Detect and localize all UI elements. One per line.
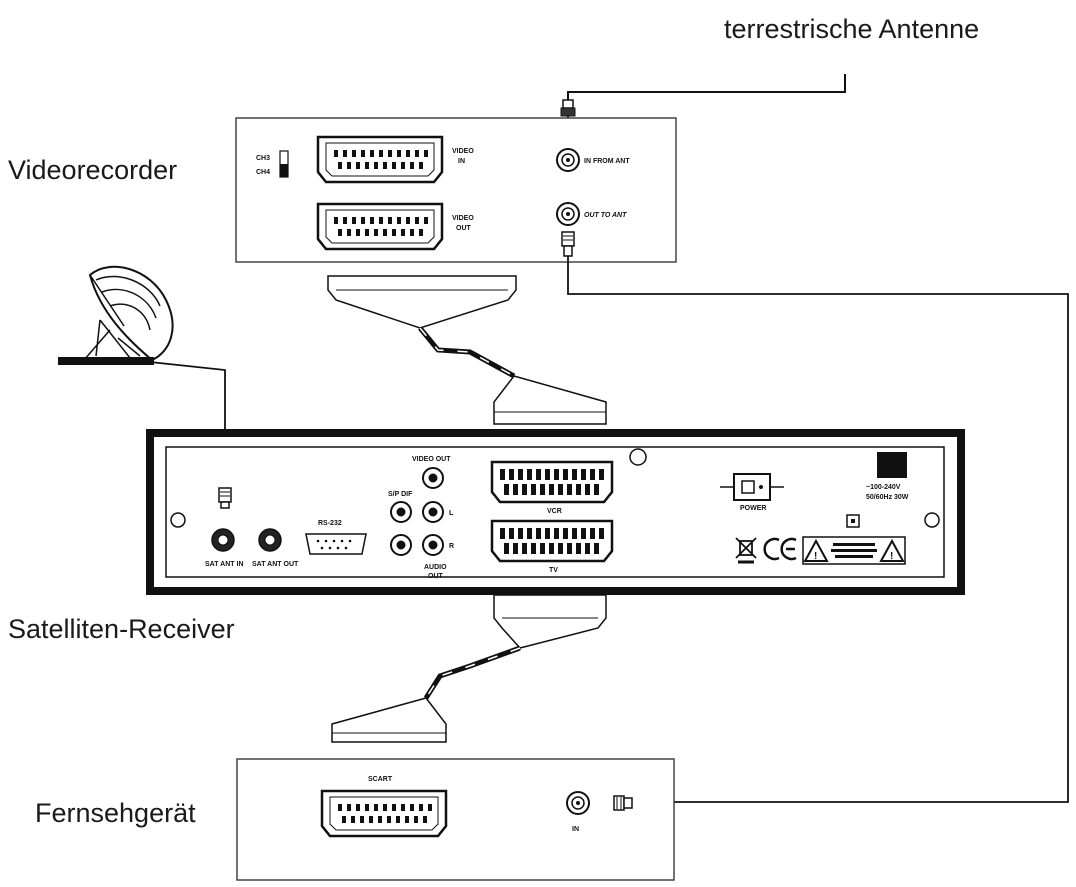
video-in-label-2: IN xyxy=(458,158,465,165)
vcr-label: Videorecorder xyxy=(8,155,177,185)
frequency-label: 50/60Hz 30W xyxy=(866,494,909,501)
voltage-label: ~100-240V xyxy=(866,484,901,491)
rs232-port-icon xyxy=(305,533,367,555)
vcr-scart-out-icon xyxy=(316,202,444,251)
sat-ant-in-connector-icon xyxy=(211,528,235,552)
out-to-ant-label: OUT TO ANT xyxy=(584,212,627,219)
vcr-panel: CH3 CH4 VIDEO IN VIDEO OUT xyxy=(235,117,677,263)
sat-ant-out-label: SAT ANT OUT xyxy=(252,561,299,568)
video-out-label-2: OUT xyxy=(456,225,472,232)
antenna-label: terrestrische Antenne xyxy=(724,14,979,44)
audio-l-label: L xyxy=(449,510,454,517)
vcr-scart-port-label: VCR xyxy=(547,508,562,515)
ch3-label: CH3 xyxy=(256,155,270,162)
satellite-dish-icon xyxy=(58,265,174,365)
sat-plug-icon xyxy=(218,487,232,509)
channel-switch-knob xyxy=(280,164,288,177)
video-out-label-1: VIDEO xyxy=(452,215,474,222)
tv-in-label: IN xyxy=(572,826,579,833)
power-switch-icon xyxy=(720,473,784,501)
tv-rf-plug-icon xyxy=(613,795,633,811)
rf-cable xyxy=(567,256,1069,803)
tv-scart-port-label: TV xyxy=(549,567,558,574)
svg-text:!: ! xyxy=(890,551,893,562)
video-in-label-1: VIDEO xyxy=(452,148,474,155)
video-out-rca-label: VIDEO OUT xyxy=(412,456,451,463)
ch4-label: CH4 xyxy=(256,169,270,176)
power-socket-icon xyxy=(877,452,907,478)
scart-cable-vcr-receiver xyxy=(327,275,607,425)
in-from-ant-label: IN FROM ANT xyxy=(584,158,630,165)
ce-mark-icon xyxy=(763,537,797,561)
scart-cable-receiver-tv xyxy=(331,594,607,743)
tv-rf-in-connector-icon xyxy=(566,791,590,815)
vcr-scart-in-icon xyxy=(316,135,444,184)
tv-scart-icon xyxy=(320,789,448,838)
spdif-top-label: S/P DIF xyxy=(388,491,413,498)
audio-out-label-2: OUT xyxy=(428,573,444,580)
antenna-cable xyxy=(567,74,846,100)
rf-in-connector-icon xyxy=(556,148,580,172)
audio-out-label-1: AUDIO xyxy=(424,564,447,571)
svg-text:!: ! xyxy=(814,551,817,562)
receiver-scart-vcr-icon xyxy=(490,460,614,504)
warning-label-icon: ! ! xyxy=(802,536,906,565)
audio-r-label: R xyxy=(449,543,454,550)
tv-scart-label: SCART xyxy=(368,776,393,783)
receiver-label: Satelliten-Receiver xyxy=(8,614,235,644)
rca-jacks-icon xyxy=(390,467,444,556)
tv-panel: SCART IN xyxy=(236,758,675,881)
power-label: POWER xyxy=(740,505,766,512)
receiver-scart-tv-icon xyxy=(490,519,614,563)
sat-ant-out-connector-icon xyxy=(258,528,282,552)
rs232-label: RS-232 xyxy=(318,520,342,527)
rf-out-connector-icon xyxy=(556,202,580,226)
tv-label: Fernsehgerät xyxy=(35,798,196,828)
rf-plug-icon xyxy=(561,231,575,257)
sat-ant-in-label: SAT ANT IN xyxy=(205,561,244,568)
weee-icon xyxy=(735,537,757,564)
